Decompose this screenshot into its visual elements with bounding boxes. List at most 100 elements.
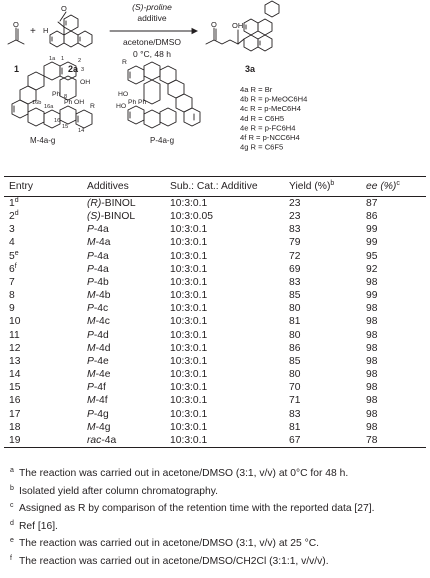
cell-yield: 70 bbox=[289, 382, 301, 394]
cell-ratio: 10:3:0.1 bbox=[170, 434, 208, 446]
cell-entry: 11 bbox=[9, 329, 20, 341]
cell-ee: 87 bbox=[366, 198, 378, 209]
cell-yield: 69 bbox=[289, 263, 301, 275]
substituent-4: 4d R = C6H5 bbox=[240, 114, 284, 123]
cell-additive: M-4e bbox=[87, 369, 111, 381]
cell-additive: rac-4a bbox=[87, 434, 117, 446]
cell-ratio: 10:3:0.1 bbox=[170, 263, 208, 275]
substituent-3: 4c R = p-MeC6H4 bbox=[240, 104, 301, 113]
cell-additive: P-4f bbox=[87, 382, 106, 394]
cell-yield: 79 bbox=[289, 237, 301, 249]
cell-entry: 8 bbox=[9, 290, 15, 302]
arrow-additive-label: additive bbox=[137, 13, 167, 23]
helicene-label-8: Ph bbox=[128, 99, 137, 106]
cell-ee: 86 bbox=[366, 211, 378, 223]
reaction-scheme: (S)-proline additive acetone/DMSO 0 °C, … bbox=[7, 0, 307, 152]
cell-entry: 18 bbox=[9, 421, 21, 433]
footnote-marker: d bbox=[10, 519, 14, 527]
helicene-label-2: Ph bbox=[52, 91, 61, 98]
cell-ratio: 10:3:0.05 bbox=[170, 211, 213, 223]
cell-yield: 67 bbox=[289, 434, 301, 446]
helicene-label-10: HO bbox=[116, 103, 126, 110]
substituent-5: 4e R = p-FC6H4 bbox=[240, 123, 296, 132]
ring-label-9: 14 bbox=[78, 128, 84, 134]
cell-additive: P-4b bbox=[87, 276, 109, 288]
helicene-label-9: Ph bbox=[138, 99, 147, 106]
cell-ee: 98 bbox=[366, 329, 378, 341]
cell-additive: M-4g bbox=[87, 421, 111, 433]
cell-additive: P-4a bbox=[87, 250, 109, 262]
cell-ee: 98 bbox=[366, 342, 378, 354]
cell-entry: 4 bbox=[9, 237, 15, 249]
cell-additive: P-4a bbox=[87, 224, 109, 236]
p-helicene-label: P-4a-g bbox=[150, 136, 174, 145]
header-entry: Entry bbox=[9, 181, 34, 192]
footnote-e: e The reaction was carried out in acetone… bbox=[4, 532, 428, 550]
cell-ratio: 10:3:0.1 bbox=[170, 395, 208, 407]
footnote-text: The reaction was carried out in acetone/… bbox=[19, 555, 329, 567]
cell-ee: 98 bbox=[366, 382, 378, 394]
ring-label-10: 8 bbox=[64, 94, 67, 100]
helicene-label-6: R bbox=[122, 59, 127, 66]
anthraldehyde-structure bbox=[49, 11, 93, 48]
cell-additive: P-4e bbox=[87, 355, 109, 367]
cell-additive: (S)-BINOL bbox=[87, 211, 136, 223]
cell-ee: 98 bbox=[366, 316, 378, 328]
cell-additive: M-4c bbox=[87, 316, 110, 328]
cell-additive: P-4d bbox=[87, 329, 109, 341]
cell-entry: 12 bbox=[9, 342, 21, 354]
cell-ratio: 10:3:0.1 bbox=[170, 290, 208, 302]
ketone-o-label: O bbox=[13, 20, 19, 29]
cell-ee: 99 bbox=[366, 237, 378, 249]
ring-label-5: 16b bbox=[32, 100, 41, 106]
cell-ratio: 10:3:0.1 bbox=[170, 303, 208, 315]
plus-sign: + bbox=[30, 26, 36, 37]
footnote-marker: c bbox=[10, 502, 14, 509]
cell-yield: 83 bbox=[289, 276, 301, 288]
footnote-marker: e bbox=[10, 537, 14, 544]
cell-ee: 98 bbox=[366, 421, 378, 433]
footnote-marker: b bbox=[10, 484, 14, 492]
cell-ee: 98 bbox=[366, 395, 378, 407]
cell-ratio: 10:3:0.1 bbox=[170, 250, 208, 262]
cell-yield: 81 bbox=[289, 316, 301, 328]
cell-ee: 92 bbox=[366, 263, 378, 275]
ring-label-3: 2 bbox=[78, 58, 81, 64]
cell-additive: P-4a bbox=[87, 263, 109, 275]
cell-yield: 23 bbox=[289, 211, 301, 223]
cell-ee: 98 bbox=[366, 369, 378, 381]
aldehyde-h-label: H bbox=[43, 26, 48, 35]
cell-ratio: 10:3:0.1 bbox=[170, 329, 208, 341]
cell-entry: 2d bbox=[9, 210, 19, 223]
cell-entry: 19 bbox=[9, 434, 21, 446]
footnote-text: Ref [16]. bbox=[19, 520, 58, 532]
table-header-row: Entry Additives Sub.: Cat.: Additive Yie… bbox=[4, 176, 426, 197]
cell-entry: 9 bbox=[9, 303, 15, 315]
ring-label-7: 16 bbox=[54, 118, 60, 124]
m-helicene-structure bbox=[11, 61, 93, 129]
footnote-text: Assigned as R by comparison of the reten… bbox=[19, 503, 375, 514]
cell-additive: P-4c bbox=[87, 303, 109, 315]
cell-entry: 10 bbox=[9, 316, 21, 328]
footnote-marker: a bbox=[10, 467, 14, 474]
cell-ee: 99 bbox=[366, 224, 378, 236]
arrow-solvent-label: acetone/DMSO bbox=[123, 37, 181, 47]
cell-yield: 80 bbox=[289, 303, 301, 315]
ring-label-4: 3 bbox=[81, 67, 84, 73]
footnote-text: The reaction was carried out in acetone/… bbox=[19, 538, 319, 549]
cell-yield: 85 bbox=[289, 290, 301, 302]
m-helicene-label: M-4a-g bbox=[30, 136, 55, 145]
cell-entry: 6f bbox=[9, 262, 17, 275]
cell-ratio: 10:3:0.1 bbox=[170, 421, 208, 433]
ring-label-8: 15 bbox=[62, 124, 68, 130]
